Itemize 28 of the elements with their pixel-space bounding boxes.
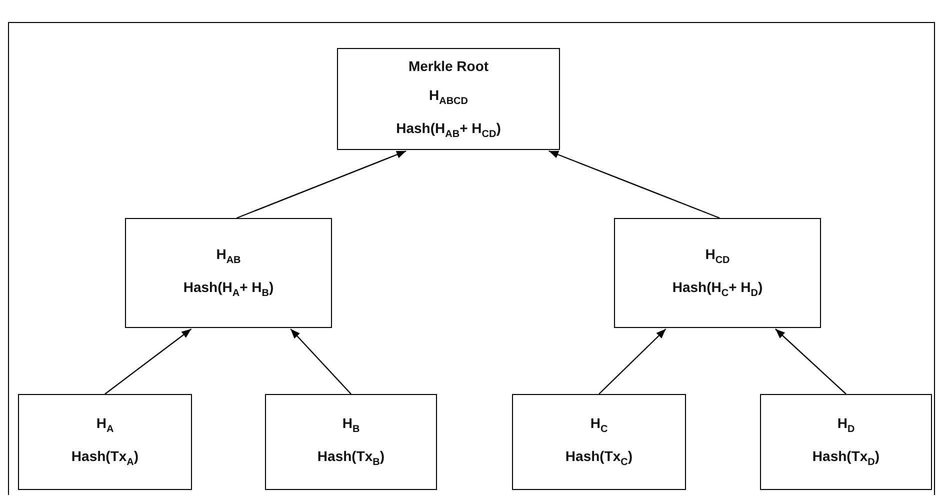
hash-label: H$_{ABCD}$ — [428, 88, 468, 107]
hash-label: H$_{A}$ — [96, 416, 114, 435]
hash-label: H$_{C}$ — [590, 416, 608, 435]
hash-label: Hash(H$_{A}$+ H$_{B}$) — [183, 280, 274, 299]
hash-label: Hash(H$_{AB}$+ H$_{CD}$) — [396, 120, 501, 140]
hash-box — [760, 394, 932, 490]
hash-label: Hash(H$_{C}$+ H$_{D}$) — [672, 280, 763, 299]
hash-label: H$_{CD}$ — [705, 247, 730, 266]
arrow — [104, 328, 192, 394]
hash-box — [337, 48, 560, 150]
arrow — [548, 150, 720, 219]
hash-label: H$_{D}$ — [837, 416, 855, 435]
hash-label: Hash(Tx$_{B}$) — [317, 449, 385, 468]
hash-label: H$_{B}$ — [342, 416, 360, 435]
hash-label: H$_{AB}$ — [216, 247, 241, 266]
hash-box — [125, 218, 332, 328]
hash-label: Hash(Tx$_{A}$) — [71, 449, 139, 468]
arrow — [775, 328, 846, 394]
arrow — [236, 150, 406, 219]
hash-label: Hash(Tx$_{C}$) — [565, 449, 633, 468]
hash-box — [512, 394, 686, 490]
arrow — [290, 328, 352, 394]
hash-box — [18, 394, 192, 490]
hash-label: Hash(Tx$_{D}$) — [812, 449, 880, 468]
node-title: Merkle Root — [408, 58, 489, 74]
hash-box — [614, 218, 821, 328]
arrow — [598, 328, 666, 394]
hash-box — [265, 394, 437, 490]
